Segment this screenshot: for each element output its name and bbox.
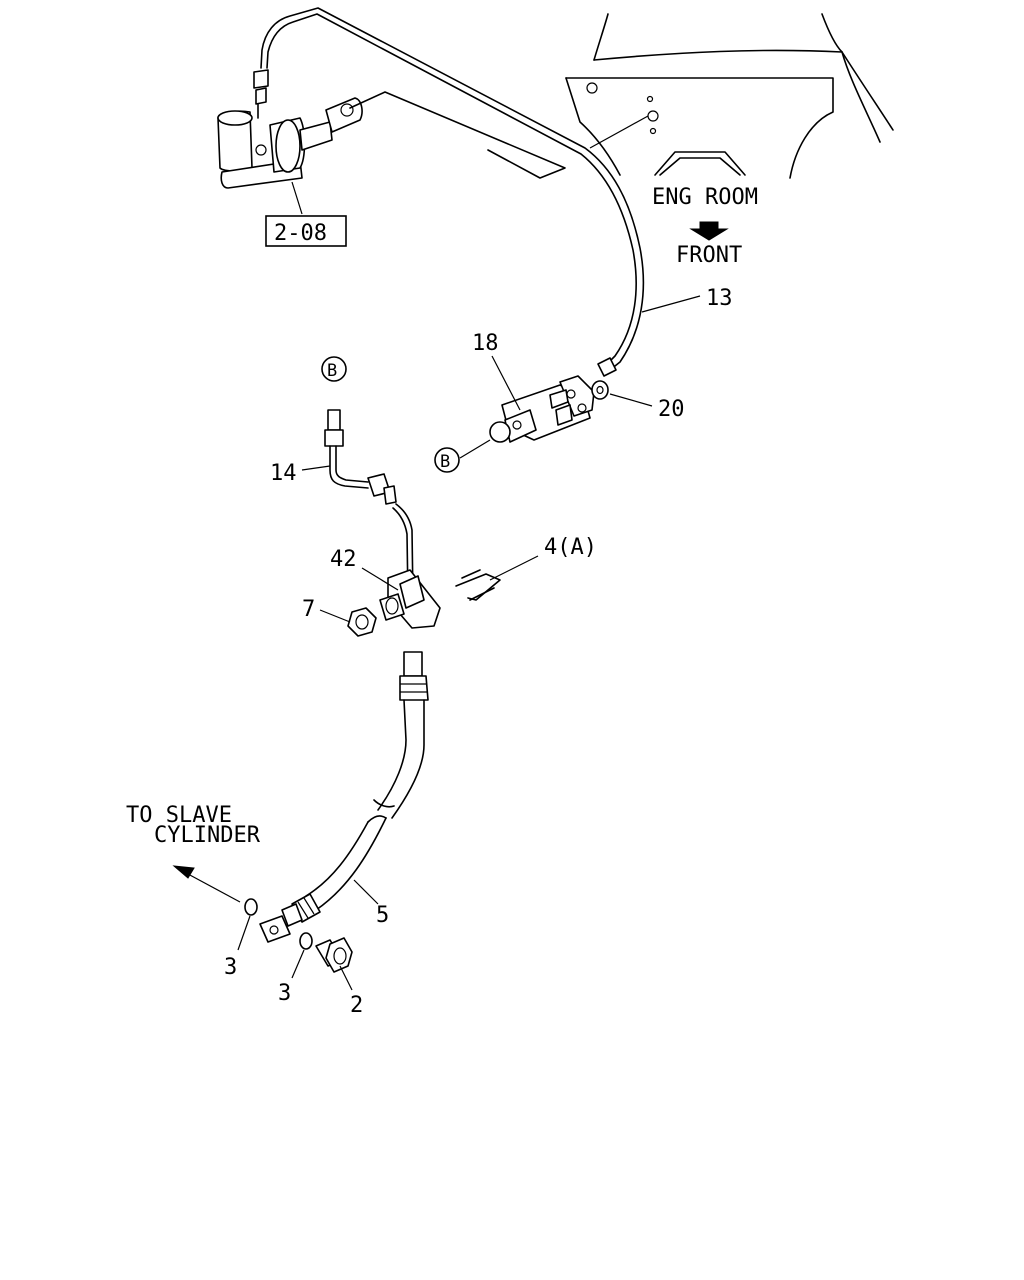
- callout-2: 2: [350, 993, 363, 1018]
- leader-4a: [489, 555, 539, 581]
- connector-18: [489, 375, 595, 443]
- clip-4a: [455, 569, 501, 601]
- hose-5: [281, 651, 429, 927]
- marker-b-top: [321, 356, 347, 382]
- callout-4a: 4(A): [544, 535, 597, 560]
- flare-nut-13: [597, 357, 617, 377]
- leader-5: [353, 879, 379, 905]
- pushrod-line: [349, 91, 566, 179]
- marker-b-side-label: B: [440, 452, 450, 472]
- leader-7: [319, 609, 351, 623]
- to-slave-label-line1: TO SLAVE: [126, 803, 232, 828]
- washer-3-right: [299, 932, 313, 950]
- bolt-2: [315, 937, 353, 973]
- callout-20: 20: [658, 397, 685, 422]
- leader-3-right: [291, 949, 305, 979]
- banjo-fitting: [259, 915, 291, 943]
- leader-b-side: [459, 439, 491, 459]
- callout-3-left: 3: [224, 955, 237, 980]
- washer-3-left: [244, 898, 258, 916]
- front-label: FRONT: [676, 243, 742, 268]
- to-slave-arrow-icon: [172, 865, 195, 879]
- leader-18: [491, 355, 521, 411]
- callout-14: 14: [270, 461, 297, 486]
- leader-14: [301, 465, 331, 471]
- leader-13: [641, 295, 701, 313]
- marker-b-side: [434, 447, 460, 473]
- bracket-42: [379, 569, 441, 629]
- ref-box-leader: [291, 181, 303, 215]
- nut-7: [347, 607, 377, 637]
- to-slave-label-line2: CYLINDER: [154, 823, 261, 848]
- to-slave-arrow-line: [187, 873, 241, 903]
- callout-5: 5: [376, 903, 389, 928]
- pipe-14: [324, 409, 414, 601]
- pipe-13: [260, 7, 645, 371]
- ref-box-label: 2-08: [274, 221, 327, 246]
- engine-room-body: [565, 13, 894, 179]
- callout-13: 13: [706, 286, 733, 311]
- leader-20: [609, 393, 653, 407]
- master-cylinder: [217, 69, 363, 189]
- callout-3-right: 3: [278, 981, 291, 1006]
- callout-7: 7: [302, 597, 315, 622]
- eng-room-label: ENG ROOM: [652, 185, 758, 210]
- leader-42: [361, 567, 399, 591]
- marker-b-top-label: B: [327, 361, 337, 381]
- front-arrow-icon: [689, 221, 729, 241]
- leader-3-left: [237, 915, 251, 951]
- gasket-20: [591, 380, 609, 400]
- callout-42: 42: [330, 547, 357, 572]
- ref-box: [265, 215, 347, 247]
- leader-2: [339, 965, 353, 991]
- callout-18: 18: [472, 331, 499, 356]
- body-hole-leader: [589, 115, 649, 149]
